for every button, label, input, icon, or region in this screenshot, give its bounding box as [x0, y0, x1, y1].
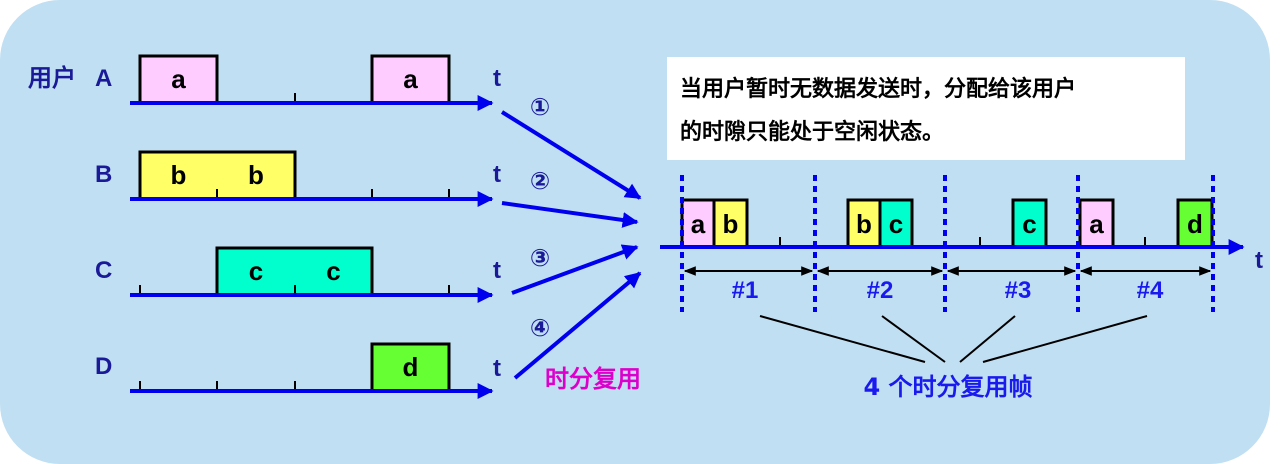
- input-arrow-3: [511, 244, 639, 295]
- slot-label: b: [248, 160, 264, 190]
- mux-slot-box: [846, 198, 882, 249]
- note-line-1: 当用户暂时无数据发送时，分配给该用户: [680, 76, 1076, 102]
- tdm-label: 时分复用: [545, 365, 641, 393]
- slot-label: c: [326, 256, 340, 286]
- slot-box: [295, 248, 372, 295]
- slot-box: [140, 152, 217, 199]
- slot-box: [372, 56, 449, 103]
- slot-label: d: [403, 352, 419, 382]
- mux-slot-label: b: [856, 209, 872, 239]
- slot-box: [140, 56, 217, 103]
- note-box: [667, 57, 1185, 160]
- user-label: 用户: [28, 64, 76, 92]
- slot-box: [372, 344, 449, 391]
- mux-slot-label: a: [691, 209, 706, 239]
- frame-label-2: #2: [867, 277, 894, 304]
- pointer-line-1: [759, 315, 926, 363]
- input-num-1: ①: [530, 93, 550, 121]
- slot-label: a: [403, 64, 418, 94]
- mux-slot-label: a: [1089, 209, 1104, 239]
- user-timelines: a a b b c c d: [130, 54, 494, 399]
- input-arrow-2: [501, 201, 639, 228]
- slot-label: a: [171, 64, 186, 94]
- user-a-label: A: [95, 65, 112, 92]
- frames-caption: 4 个时分复用帧: [863, 373, 1032, 401]
- user-c-label: C: [95, 257, 112, 284]
- frame-label-1: #1: [732, 277, 759, 304]
- frame-label-3: #3: [1005, 277, 1032, 304]
- input-num-2: ②: [530, 167, 550, 195]
- frame-label-4: #4: [1137, 277, 1164, 304]
- axis-t-right: t: [1255, 247, 1263, 274]
- slot-label: c: [249, 256, 263, 286]
- pointer-line-2: [881, 315, 946, 363]
- mux-slot-label: c: [889, 209, 903, 239]
- pointer-line-3: [959, 315, 1016, 363]
- input-arrow-1: [500, 110, 642, 200]
- axis-t-b: t: [493, 161, 501, 188]
- input-arrow-4: [513, 271, 642, 380]
- mux-slot-label: c: [1022, 209, 1036, 239]
- mux-slot-label: d: [1187, 209, 1203, 239]
- slot-box: [217, 248, 295, 295]
- slot-label: b: [171, 160, 187, 190]
- input-num-4: ④: [530, 314, 550, 342]
- user-b-label: B: [95, 161, 112, 188]
- axis-t-d: t: [493, 355, 501, 382]
- pointer-line-4: [982, 315, 1148, 363]
- user-d-label: D: [95, 353, 112, 380]
- slot-box: [217, 152, 295, 199]
- note-line-2: 的时隙只能处于空闲状态。: [680, 119, 944, 145]
- axis-t-a: t: [493, 65, 501, 92]
- input-num-3: ③: [530, 244, 550, 272]
- mux-slot-label: b: [723, 209, 739, 239]
- axis-t-c: t: [493, 257, 501, 284]
